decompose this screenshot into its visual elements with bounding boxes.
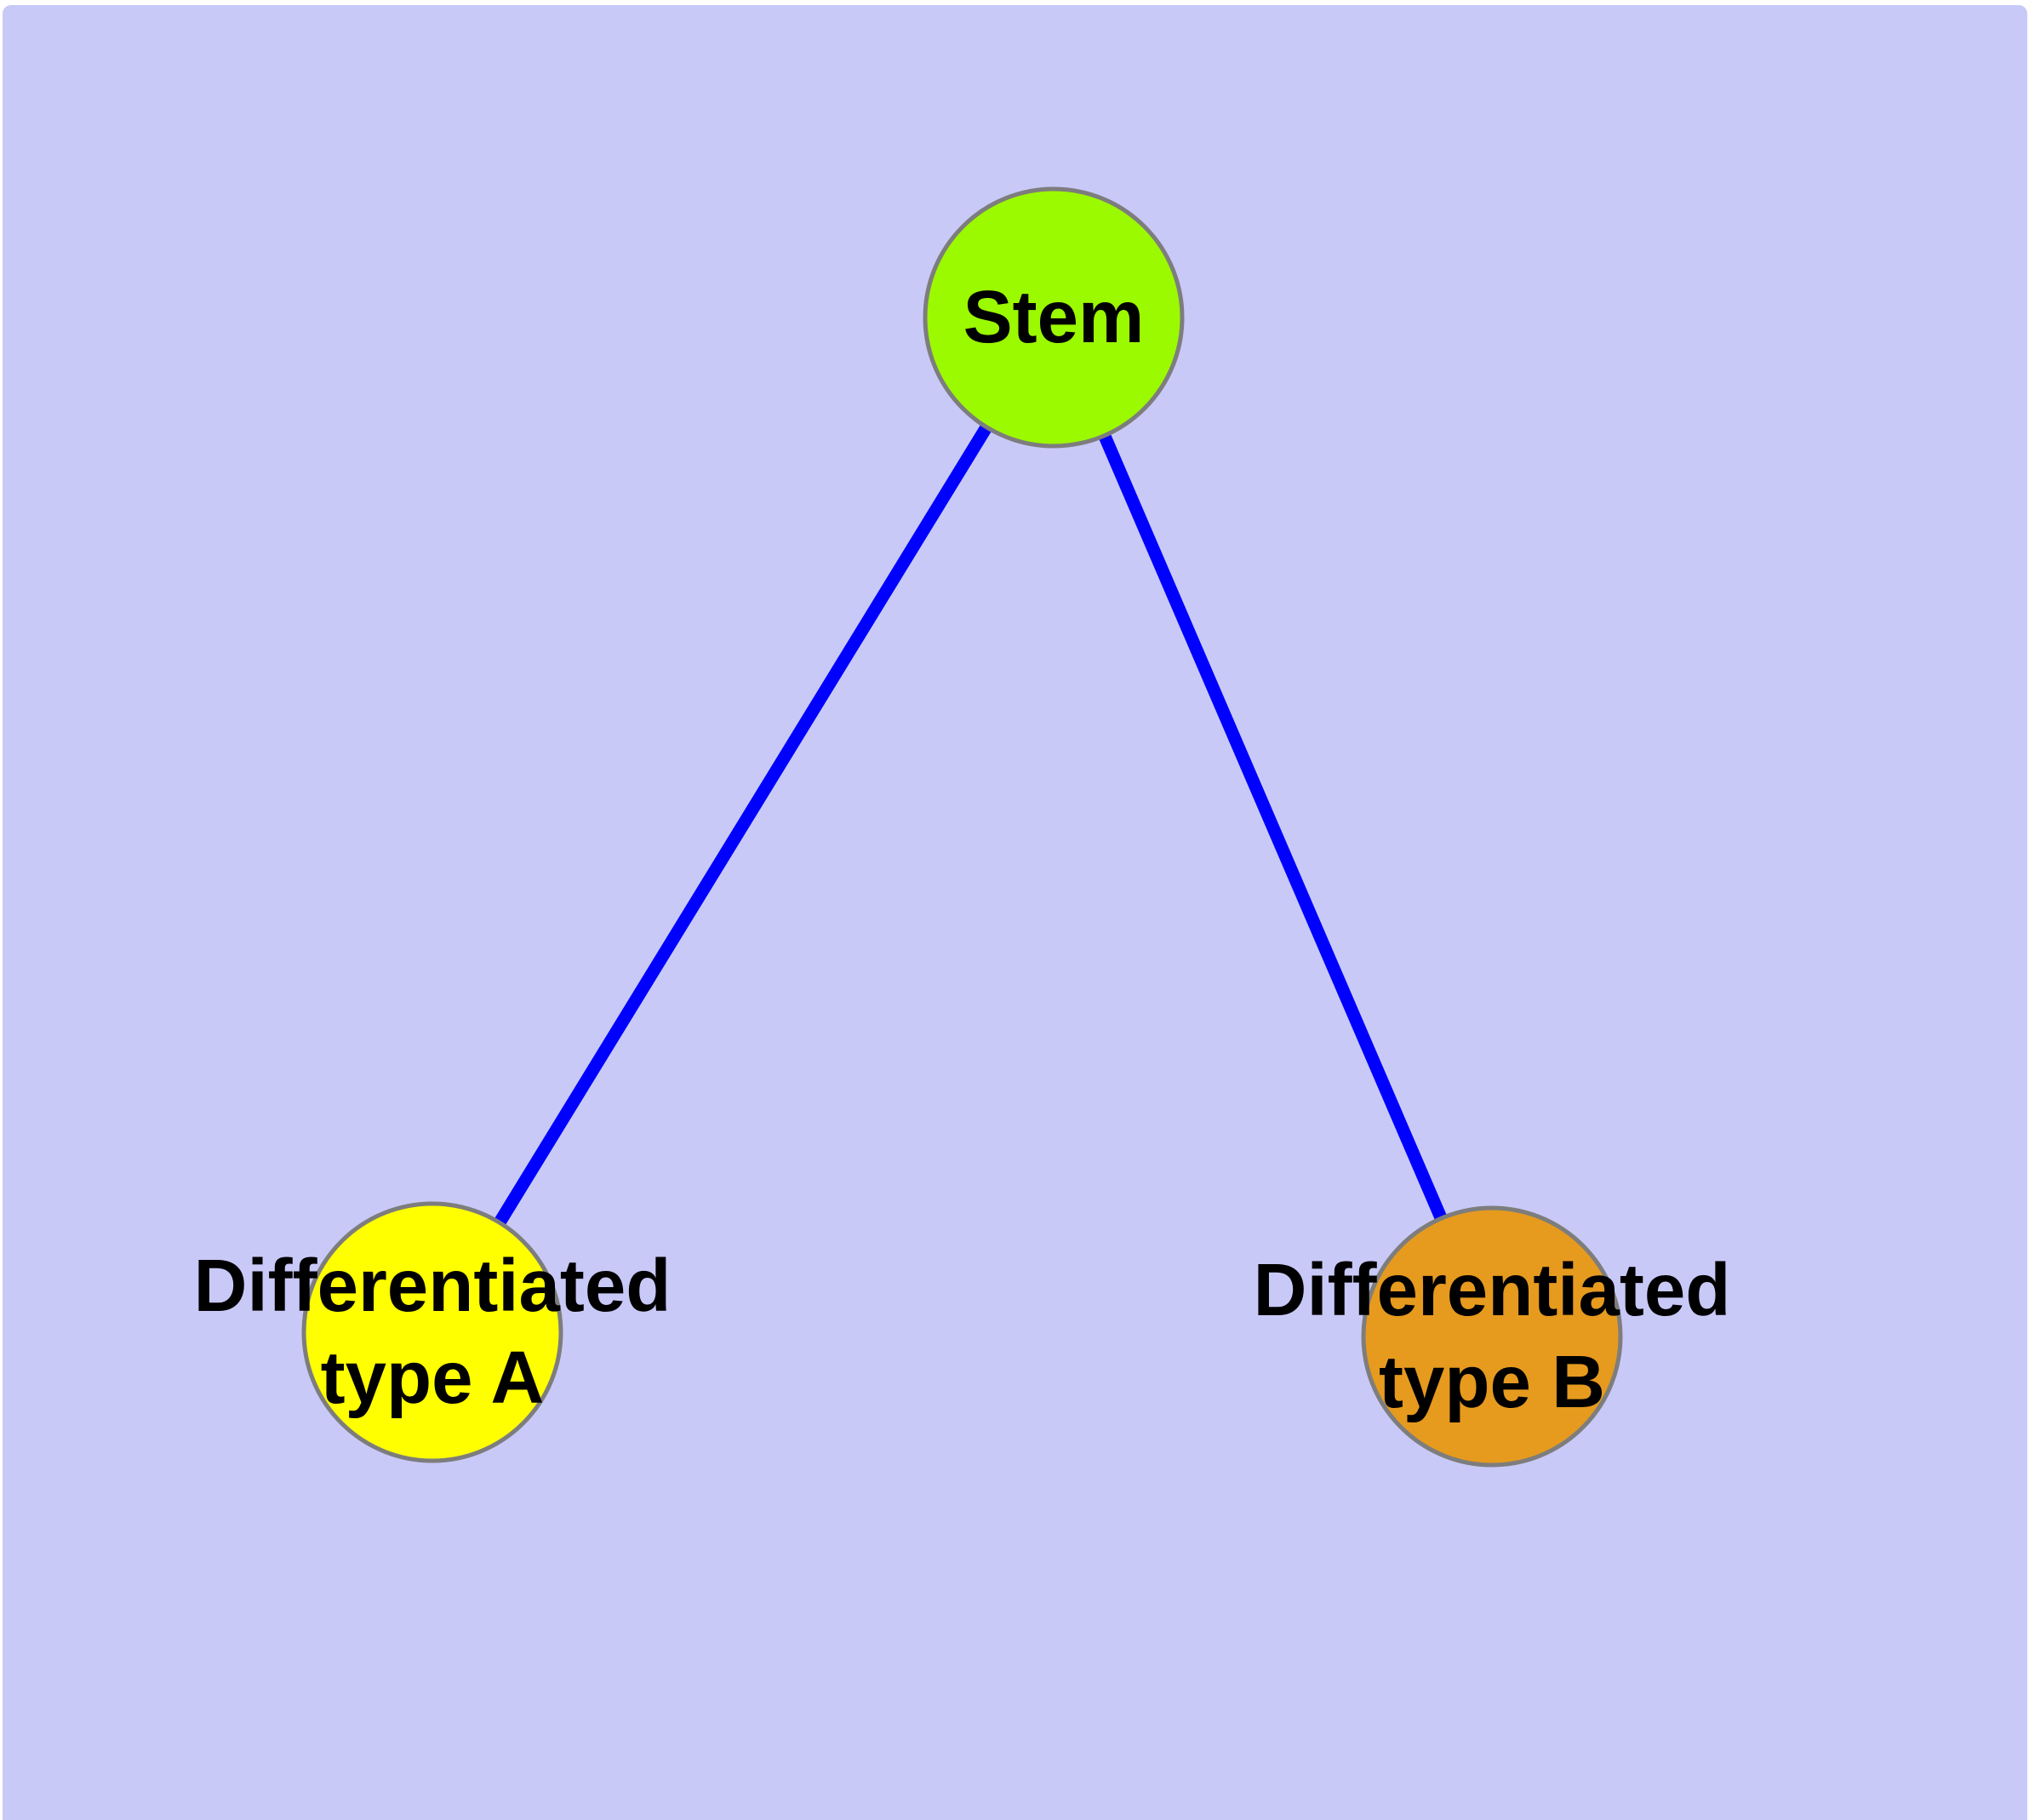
edge-layer [426,314,1498,1339]
node-label-type-a-line2: type A [320,1336,545,1419]
node-label-type-a: Differentiated type A [194,1240,672,1424]
node-label-type-a-line1: Differentiated [193,1245,672,1327]
node-layer [301,186,1623,1468]
node-label-type-b: Differentiated type B [1254,1245,1731,1428]
node-label-type-b-line1: Differentiated [1253,1249,1731,1331]
node-stem [923,186,1185,449]
node-label-type-b-line2: type B [1379,1341,1605,1423]
edge-stem-type-a [426,314,1060,1336]
edge-stem-type-b [1048,315,1498,1339]
node-type-b [1361,1205,1623,1468]
node-label-stem-line1: Stem [963,276,1145,358]
node-label-stem: Stem [963,272,1145,363]
node-type-a [301,1201,563,1463]
